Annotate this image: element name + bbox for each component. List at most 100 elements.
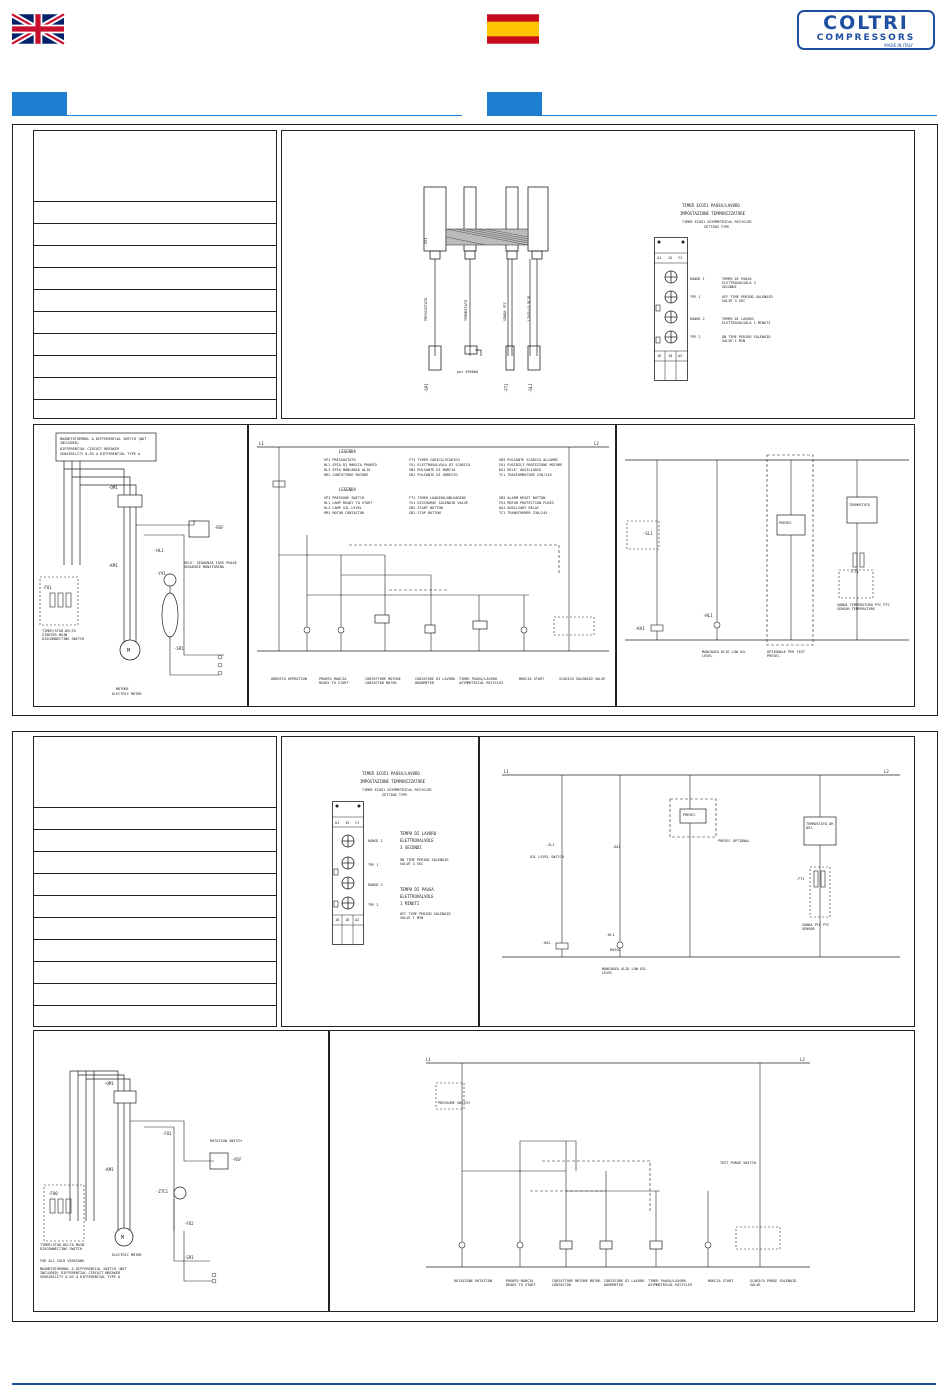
coltri-logo: COLTRI COMPRESSORS MADE IN ITALY: [797, 10, 935, 50]
svg-text:-KA1: -KA1: [635, 626, 645, 631]
b-control-circuit-drawing: L1 L2: [426, 1057, 810, 1268]
b-oil-sl1: -SL1: [546, 843, 555, 847]
oil-presec: PRESEC: [779, 521, 792, 525]
b-oil-sl1-note: OIL LEVEL SWITCH: [530, 855, 564, 859]
b-oil-presec: PRESEC: [683, 813, 696, 817]
b-timer-title-4: SETTING TYPE: [382, 793, 408, 797]
b-terminal-top-1: A1: [335, 821, 340, 825]
b-power-note: FOR ALL COLD VERSIONS: [40, 1259, 85, 1263]
section-tab-es: [487, 92, 542, 116]
legend-right-en-1: SB3 ALARM RESET BUTTON: [499, 496, 546, 500]
b-oil-hl1: -HL1: [606, 933, 615, 937]
legend-title: LEGENDA: [339, 449, 356, 454]
b-tpe-1-note: ON TIME PERIOD SOLENOID VALVE 3 SEC: [400, 858, 449, 866]
control-circuit-drawing: L1 L2: [257, 441, 609, 652]
svg-text:M: M: [121, 1235, 124, 1241]
svg-text:-SP1: -SP1: [424, 383, 429, 393]
svg-text:SONDA PTC: SONDA PTC: [503, 302, 507, 321]
footer-line: [12, 1383, 936, 1385]
top-motor-label: MOTORE: [116, 687, 129, 691]
svg-text:L1: L1: [426, 1057, 431, 1062]
svg-text:L2: L2: [594, 441, 599, 446]
svg-text:TERMOSTATO: TERMOSTATO: [464, 300, 468, 321]
timer-terminal-top-1: A1: [657, 256, 662, 260]
svg-text:LIVELLO OLIO: LIVELLO OLIO: [527, 296, 531, 321]
legend-title-2: LEGENDA: [339, 487, 356, 492]
svg-text:-KM1: -KM1: [108, 563, 118, 568]
svg-text:L2: L2: [800, 1057, 805, 1062]
ctrl-label-4: CONTATORE DI LAVORO HOURMETER: [415, 677, 456, 685]
section-line-es: [542, 115, 937, 116]
b-range-1-big3: 3 SECONDI: [400, 845, 422, 850]
ctrl-label-7: SCARICO SOLENOID VALVE: [559, 677, 606, 681]
legend-right-en-2: FU1 MOTOR PROTECTION FUSES: [499, 501, 554, 505]
svg-text:M: M: [127, 648, 130, 654]
legend-left-en-4: KM1 MOTOR CONTACTOR: [324, 511, 365, 515]
logo-sub: COMPRESSORS: [816, 33, 916, 43]
b-terminal-bottom-2: 18: [345, 918, 350, 922]
legend-left-4: KM1 CONTATTORE MOTORE: [324, 473, 369, 477]
svg-text:-RSF: -RSF: [214, 525, 224, 530]
svg-text:-FU1: -FU1: [42, 585, 52, 590]
timer-title-4: SETTING TYPE: [704, 225, 730, 229]
top-power-diagram: M -QM1 -KM1 -RSF -HL1 -YV1 -SR1 -FU1 MAG…: [33, 424, 248, 707]
svg-text:-SR1: -SR1: [174, 646, 184, 651]
svg-text:-SL1: -SL1: [528, 383, 533, 393]
bottom-oil-panel: L1 L2 -SL1 OIL LEVEL SWITCH -KA1 -KA1 -H…: [479, 736, 915, 1027]
b-ctrl-label-2: PRONTO MARCIA READY TO START: [506, 1279, 536, 1287]
ctrl-label-5: TIMER PAUSA/LAVORO ASYMMETRICAL RECYCLES: [459, 677, 504, 685]
svg-text:-XS1: -XS1: [424, 238, 428, 246]
b-timer-title-2: IMPOSTAZIONE TEMPORIZZATORE: [360, 779, 426, 784]
b-oil-ka1: -KA1: [612, 845, 621, 849]
b-power-main: TIMER/STAR-DELTA MAIN DISCONNECTING SWIT…: [40, 1243, 85, 1251]
svg-text:L1: L1: [259, 441, 264, 446]
timer-tpe-1-note: OFF TIME PERIOD SOLENOID VALVE 3 SEC: [722, 295, 773, 303]
top-control-diagram: L1 L2 LEGENDA SP1 PRESSOSTATO HL1 SPIA D…: [248, 424, 616, 707]
bottom-schematic-frame: [12, 731, 938, 1322]
timer-title-2: IMPOSTAZIONE TEMPORIZZATORE: [680, 211, 746, 216]
legend-right-2: FU1 FUSIBILI PROTEZIONE MOTORE: [499, 463, 563, 467]
timer-terminal-bottom-3: A2: [678, 354, 683, 358]
top-sens-note: SENSIBILITY 0.03 A DIFFERENTIAL TYPE A: [60, 452, 141, 456]
b-power-motor: ELECTRIC MOTOR: [112, 1253, 142, 1257]
legend-right-3: KA1 RELE' AUSILIARIO: [499, 468, 542, 472]
svg-text:-QM1: -QM1: [108, 485, 118, 490]
svg-text:PRESSOSTATO: PRESSOSTATO: [424, 298, 428, 321]
oil-termo: TERMOSTATO: [849, 503, 871, 507]
svg-text:-HL1: -HL1: [154, 548, 164, 553]
legend-mid-en-1: FT1 TIMER LOADING/UNLOADING: [409, 496, 466, 500]
oil-circuit-drawing: -SL1 -HL1 -KA1 -FT1: [625, 454, 909, 646]
svg-text:-FU2: -FU2: [184, 1221, 194, 1226]
svg-text:-FU1: -FU1: [162, 1131, 172, 1136]
timer-module-drawing: [654, 237, 688, 381]
bottom-control-diagram: L1 L2 PRESSURE SWITCH TEST PURGE SWITCH …: [329, 1030, 915, 1312]
b-range-2-big: TEMPO DI PAUSA: [400, 887, 434, 892]
b-oil-termo: TERMOSTATO OR 851: [806, 822, 834, 830]
legend-right-en-3: KA1 AUXILIARY RELAY: [499, 506, 540, 510]
svg-text:-FT1: -FT1: [504, 383, 509, 393]
legend-left-en-1: SP1 PRESSURE SWITCH: [324, 496, 365, 500]
bottom-power-diagram: M -QM1 -KM1 -FU1 -RSF -ZTC1 -FU2 -SR1 -F…: [33, 1030, 329, 1312]
logo-tagline: MADE IN ITALY: [884, 43, 913, 48]
b-timer-title-1: TIMER ECO51 PAUSA/LAVORO: [362, 771, 420, 776]
top-legend-table: [33, 130, 277, 419]
timer-range-1: RANGE 1: [690, 277, 705, 281]
b-ctrl-test: TEST PURGE SWITCH: [720, 1161, 756, 1165]
legend-left-2: HL1 SPIA DI MARCIA PRONTO: [324, 463, 377, 467]
svg-text:-RSF: -RSF: [232, 1157, 242, 1162]
oil-low: MANCANZA OLIO LOW OIL LEVEL: [702, 650, 747, 658]
svg-text:-QM1: -QM1: [104, 1081, 114, 1086]
top-sensor-panel: -SP1 -FT1 -SL1 PRESSOSTATO TERMOSTATO SO…: [281, 130, 915, 419]
b-timer-module-drawing: [332, 801, 364, 945]
b-range-2-big2: ELETTROVALVOLE: [400, 894, 434, 899]
b-terminal-top-3: Y1: [355, 821, 360, 825]
svg-text:-HL1: -HL1: [703, 613, 713, 618]
legend-right-1: SB3 PULSANTE SCARICO ALLARMI: [499, 458, 559, 462]
b-ctrl-label-6: MARCIA START: [708, 1279, 734, 1283]
timer-range-2: RANGE 2: [690, 317, 705, 321]
timer-tpe-1: TPE 1: [690, 295, 701, 299]
oil-probe: SONDA TEMPERATURA PTC PTC SENSOR TEMPERA…: [837, 603, 890, 611]
timer-range-2-note: TEMPO DI LAVORO ELETTROVALVOLA 1 MINUTI: [722, 317, 771, 325]
legend-mid-1: FT1 TIMER CARICA/SCARICO: [409, 458, 460, 462]
b-power-circuit-drawing: M -QM1 -KM1 -FU1 -RSF -ZTC1 -FU2 -SR1 -F…: [43, 1070, 242, 1284]
